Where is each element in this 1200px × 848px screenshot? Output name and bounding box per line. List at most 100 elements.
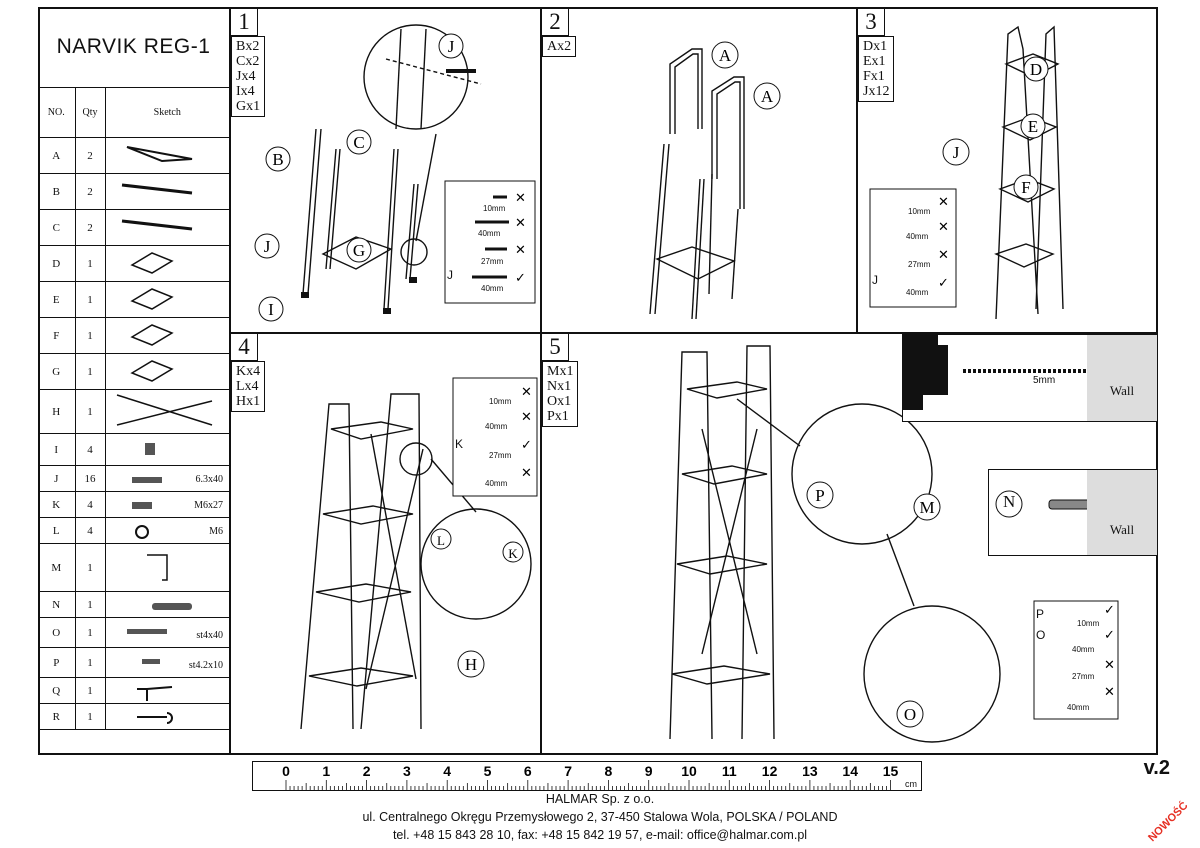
part-sketch: st4x40 bbox=[105, 617, 229, 648]
header-qty: Qty bbox=[75, 87, 106, 138]
ruler-label: 9 bbox=[645, 763, 653, 779]
part-sketch bbox=[105, 677, 229, 704]
svg-text:✓: ✓ bbox=[1104, 627, 1115, 642]
svg-text:40mm: 40mm bbox=[906, 288, 929, 297]
ruler-label: 10 bbox=[681, 763, 697, 779]
label-j2: J bbox=[264, 237, 271, 256]
label-k: K bbox=[508, 546, 518, 561]
step-2: 2 Ax2 A A bbox=[542, 9, 856, 332]
part-sketch: M6x27 bbox=[105, 491, 229, 518]
svg-text:27mm: 27mm bbox=[1072, 672, 1095, 681]
part-no: Q bbox=[38, 677, 76, 704]
svg-text:10mm: 10mm bbox=[489, 397, 512, 406]
part-qty: 4 bbox=[75, 517, 106, 544]
part-sketch bbox=[105, 591, 229, 618]
step-number: 1 bbox=[231, 9, 258, 36]
svg-text:✓: ✓ bbox=[521, 437, 532, 452]
part-qty: 1 bbox=[75, 647, 106, 678]
step-number: 4 bbox=[231, 334, 258, 361]
svg-text:40mm: 40mm bbox=[485, 479, 508, 488]
svg-text:K: K bbox=[455, 437, 463, 451]
legend-j: J bbox=[447, 268, 453, 282]
part-no: D bbox=[38, 245, 76, 282]
part-sketch bbox=[105, 209, 229, 246]
part-qty: 1 bbox=[75, 617, 106, 648]
ruler-label: 5 bbox=[484, 763, 492, 779]
part-no: I bbox=[38, 433, 76, 466]
part-no: C bbox=[38, 209, 76, 246]
divider bbox=[231, 332, 1158, 334]
svg-text:P: P bbox=[1036, 607, 1044, 621]
version-label: v.2 bbox=[1143, 757, 1170, 779]
svg-text:✕: ✕ bbox=[1104, 657, 1115, 672]
part-sketch bbox=[105, 353, 229, 390]
drill-size: 5mm bbox=[1033, 375, 1056, 386]
svg-text:J: J bbox=[872, 273, 878, 287]
svg-text:27mm: 27mm bbox=[489, 451, 512, 460]
svg-text:O: O bbox=[1036, 628, 1045, 642]
label-a: A bbox=[719, 46, 732, 65]
label-h: H bbox=[465, 655, 477, 674]
step-number: 2 bbox=[542, 9, 569, 36]
part-qty: 2 bbox=[75, 137, 106, 174]
label-m: M bbox=[919, 498, 934, 517]
part-sketch bbox=[105, 245, 229, 282]
svg-text:✕: ✕ bbox=[515, 190, 526, 205]
part-no: A bbox=[38, 137, 76, 174]
legend-27mm: 27mm bbox=[481, 257, 504, 266]
part-qty: 16 bbox=[75, 465, 106, 492]
svg-text:10mm: 10mm bbox=[1077, 619, 1100, 628]
svg-text:✕: ✕ bbox=[938, 247, 949, 262]
legend-10mm: 10mm bbox=[483, 204, 506, 213]
label-f: F bbox=[1021, 178, 1030, 197]
part-qty: 1 bbox=[75, 245, 106, 282]
ruler-label: 13 bbox=[802, 763, 818, 779]
svg-text:27mm: 27mm bbox=[908, 260, 931, 269]
label-p: P bbox=[815, 486, 824, 505]
part-sketch: 6.3x40 bbox=[105, 465, 229, 492]
divider bbox=[540, 7, 542, 755]
wall-label: Wall bbox=[1087, 335, 1157, 421]
part-sketch bbox=[105, 389, 229, 434]
svg-text:40mm: 40mm bbox=[485, 422, 508, 431]
product-title: NARVIK REG-1 bbox=[38, 7, 229, 88]
ruler-label: 0 bbox=[282, 763, 290, 779]
step-2-illustration: A A bbox=[649, 41, 781, 320]
part-sketch bbox=[105, 137, 229, 174]
ruler-label: 6 bbox=[524, 763, 532, 779]
ruler-unit: cm bbox=[905, 779, 917, 789]
part-no: H bbox=[38, 389, 76, 434]
footer-address: ul. Centralnego Okręgu Przemysłowego 2, … bbox=[362, 810, 838, 824]
ruler-label: 11 bbox=[722, 763, 737, 779]
label-n: N bbox=[1003, 492, 1016, 511]
label-a2: A bbox=[761, 87, 774, 106]
part-qty: 2 bbox=[75, 209, 106, 246]
part-spec: st4x40 bbox=[196, 630, 223, 641]
svg-text:✓: ✓ bbox=[1104, 602, 1115, 617]
part-sketch bbox=[105, 281, 229, 318]
step-number: 5 bbox=[542, 334, 569, 361]
part-no: M bbox=[38, 543, 76, 592]
step-number: 3 bbox=[858, 9, 885, 36]
label-c: C bbox=[353, 133, 364, 152]
part-spec: M6x27 bbox=[194, 500, 223, 511]
label-j: J bbox=[448, 37, 455, 56]
label-b: B bbox=[272, 150, 283, 169]
part-qty: 2 bbox=[75, 173, 106, 210]
drill-panel: 5mm Wall bbox=[902, 334, 1158, 422]
label-j: J bbox=[953, 143, 960, 162]
